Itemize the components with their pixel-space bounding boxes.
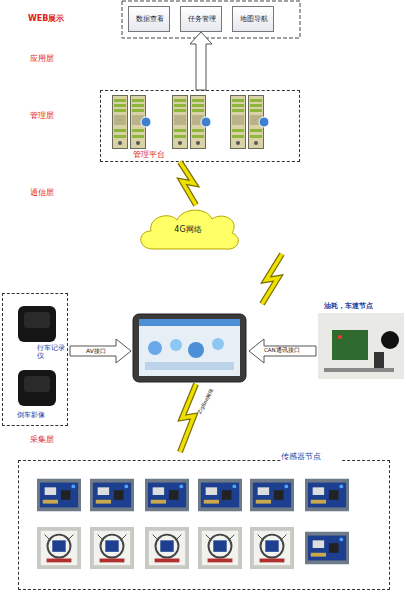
layer-label: 管理层 [30,110,54,121]
node-text: 任务管理 [181,15,223,23]
lightning-outline [180,162,196,205]
node-text: 行车记录仪 [37,344,69,360]
node-text: 管理平台 [133,151,193,160]
lightning-bolt [180,162,196,205]
node-text: 油耗，车速节点 [324,302,404,310]
node-text: 传感器节点 [281,453,341,462]
management-group: 管理平台 [100,90,300,162]
layer-label: 采集层 [30,434,54,445]
node-text: 数据查看 [129,15,171,23]
node-text: 地图导航 [233,15,275,23]
network-cloud: 4G网络 [133,205,243,253]
can-node-photo: 油耗，车速节点 [318,313,404,379]
connector [190,32,212,90]
web-module-box: 地图导航 [232,6,274,32]
camera-group: 行车记录仪倒车影像 [2,293,68,426]
node-text: 倒车影像 [17,411,67,419]
web-module-box: 数据查看 [128,6,170,32]
sensor-group: 传感器节点 [18,460,390,590]
web-module-box: 任务管理 [180,6,222,32]
interface-label: CAN通讯接口 [264,347,300,354]
link-label: ZigBee网络 [196,388,214,415]
node-text: 4G网络 [133,225,243,234]
connector [180,162,196,205]
layer-label: 通信层 [30,187,54,198]
hollow-arrow [190,32,212,90]
layer-label: 应用层 [30,53,54,64]
layer-label: WEB展示 [28,13,64,24]
interface-label: AV接口 [86,347,106,356]
